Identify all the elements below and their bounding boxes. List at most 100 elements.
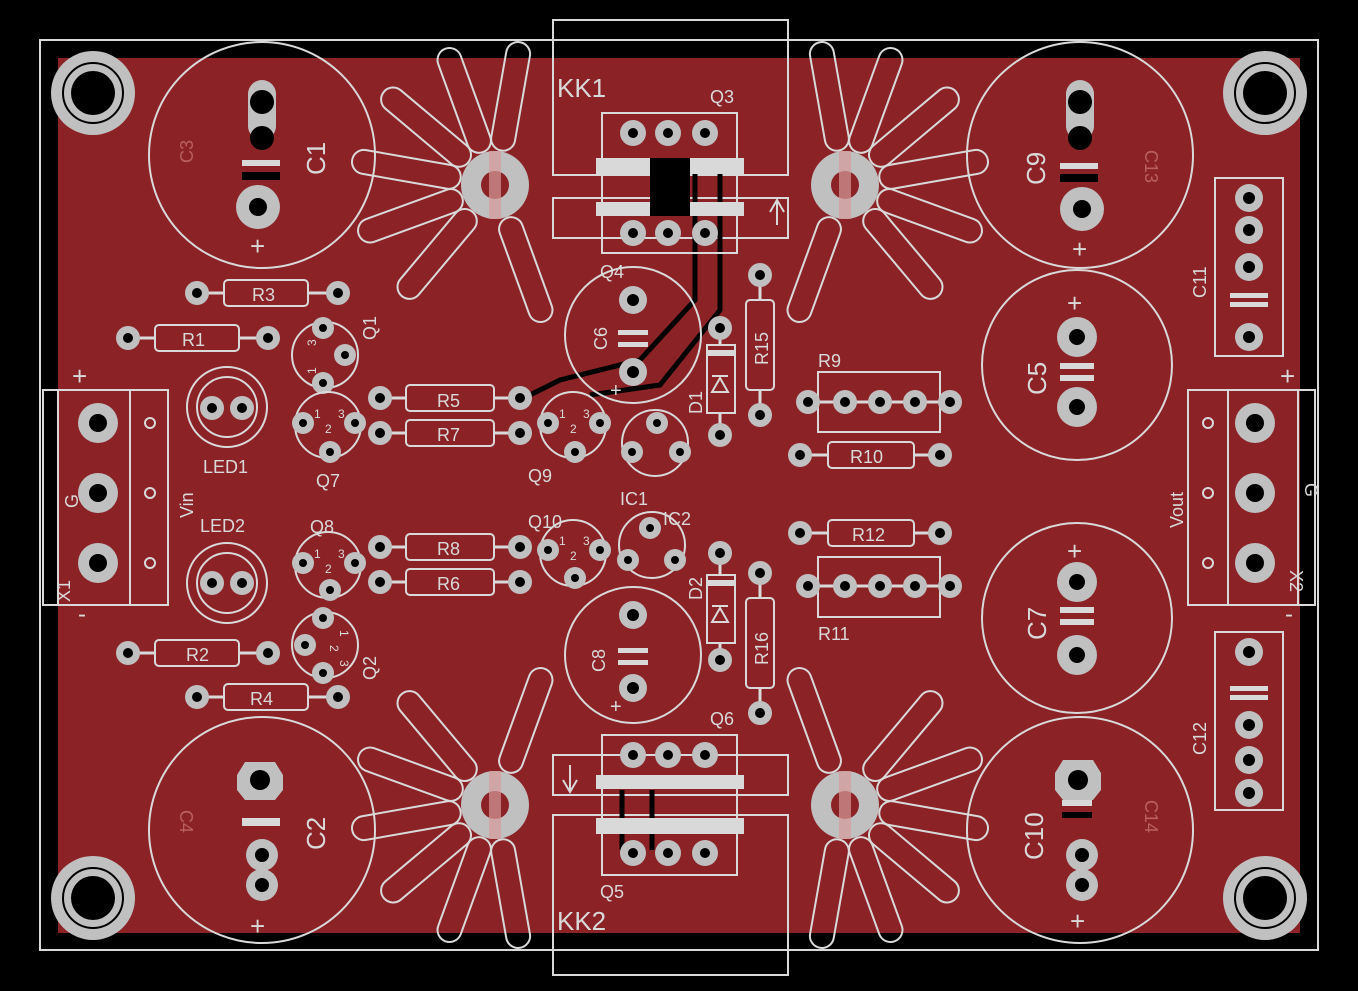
transistor-q7-pin-1: 1 (314, 407, 321, 421)
led-led1-label: LED1 (203, 457, 248, 477)
resistor-r1-label: R1 (182, 330, 205, 350)
diode-d1-label: D1 (686, 391, 706, 414)
diode-d2-label: D2 (686, 577, 706, 600)
capacitor-c11-label: C11 (1190, 266, 1210, 298)
transistor-q10-pin-3: 3 (583, 534, 590, 548)
resistor-r9: R9 (796, 351, 962, 433)
resistor-r3-label: R3 (252, 285, 275, 305)
heatsink-mounting-pads (461, 151, 879, 839)
capacitor-c2-polarity: + (250, 911, 265, 941)
capacitor-c2: C2 C4 + (148, 716, 376, 944)
transistor-q1: 3 1 Q1 (291, 316, 380, 394)
capacitor-c11: C11 (1190, 177, 1284, 357)
capacitor-c6-label: C6 (591, 327, 611, 350)
capacitor-c10-label: C10 (1019, 812, 1049, 860)
capacitor-c1-polarity: + (250, 231, 265, 261)
capacitor-c9-tref: C13 (1141, 150, 1161, 183)
resistor-r15: R15 (745, 263, 775, 427)
led-led2-label: LED2 (200, 516, 245, 536)
resistor-r10-label: R10 (850, 447, 883, 467)
resistor-r3: R3 (185, 279, 350, 307)
transistor-q2-pin-2: 2 (327, 645, 341, 652)
terminal-x2-pin-g: G (1301, 483, 1321, 497)
capacitor-c7: C7 + (981, 522, 1173, 714)
capacitor-c5-polarity: + (1067, 288, 1082, 318)
resistor-r16: R16 (745, 561, 775, 725)
resistor-r5: R5 (368, 384, 532, 412)
transistor-q8: 1 2 3 Q8 (292, 517, 366, 601)
capacitor-c2-tref: C4 (176, 810, 196, 833)
regulator-ic2-label: IC2 (663, 509, 691, 529)
transistor-q7-pin-3: 3 (338, 407, 345, 421)
capacitor-c1: C1 C3 + (148, 41, 376, 269)
capacitor-c10-polarity: + (1070, 906, 1085, 936)
resistor-r4: R4 (185, 683, 350, 711)
resistor-r10: R10 (788, 441, 952, 469)
terminal-x1-net-label: Vin (177, 492, 197, 518)
transistor-q9: 1 2 3 Q9 (528, 391, 611, 486)
mounting-holes (51, 51, 1307, 940)
transistor-q3: Q3 Q4 (596, 87, 785, 282)
regulator-ic2: IC2 (617, 509, 691, 579)
capacitor-c7-polarity: + (1067, 536, 1082, 566)
capacitor-c7-label: C7 (1022, 607, 1052, 640)
capacitor-c6-polarity: + (610, 380, 622, 402)
transistor-q2-pin-1: 1 (337, 630, 351, 637)
transistor-q1-label: Q1 (360, 316, 380, 340)
resistor-r12: R12 (788, 519, 952, 547)
resistor-r4-label: R4 (250, 689, 273, 709)
resistor-r2-label: R2 (186, 645, 209, 665)
terminal-x2: + G - X2 Vout (1167, 361, 1321, 628)
resistor-r11-label: R11 (818, 624, 850, 644)
heatsink-kk1-label: KK1 (557, 73, 606, 103)
capacitor-c1-tref: C3 (177, 140, 197, 163)
regulator-ic1: IC1 (620, 409, 691, 509)
capacitor-c5: C5 + (981, 269, 1173, 461)
transistor-q7-pin-2: 2 (325, 422, 332, 436)
resistor-r16-label: R16 (752, 632, 772, 665)
terminal-x2-pin-plus: + (1280, 361, 1295, 391)
transistor-q6-label: Q6 (710, 709, 734, 729)
capacitor-c12-label: C12 (1190, 722, 1210, 755)
resistor-r6-label: R6 (437, 574, 460, 594)
board-outline (39, 39, 1319, 951)
resistor-r9-label: R9 (818, 351, 841, 371)
transistor-q1-pin-1: 1 (305, 367, 319, 374)
transistor-q9-pin-3: 3 (583, 407, 590, 421)
transistor-q10: 1 2 3 Q10 (528, 512, 611, 589)
resistor-r7-label: R7 (437, 425, 460, 445)
terminal-x2-net-label: Vout (1167, 492, 1187, 528)
transistor-q4-label: Q4 (600, 262, 624, 282)
transistor-q9-pin-2: 2 (570, 422, 577, 436)
resistor-r12-label: R12 (852, 525, 885, 545)
resistor-r1: R1 (116, 324, 280, 352)
capacitor-c12: C12 (1190, 631, 1284, 811)
transistor-q5: Q6 Q5 (562, 709, 744, 902)
transistor-q2-label: Q2 (360, 656, 380, 680)
heatsink-kk2-label: KK2 (557, 906, 606, 936)
capacitor-c8-label: C8 (589, 649, 609, 672)
terminal-x2-pin-minus: - (1285, 601, 1293, 628)
capacitor-c8: C8 + (564, 586, 702, 724)
transistor-q7: 1 2 3 Q7 (292, 391, 366, 491)
capacitor-c6: C6 + (564, 266, 702, 404)
terminal-x1: + G - X1 Vin (42, 361, 197, 628)
resistor-r5-label: R5 (437, 391, 460, 411)
capacitor-c9-polarity: + (1072, 234, 1087, 264)
resistor-r7: R7 (368, 419, 532, 447)
transistor-q8-pin-1: 1 (314, 547, 321, 561)
transistor-q7-label: Q7 (316, 471, 340, 491)
terminal-x1-pin-minus: - (78, 601, 86, 628)
transistor-q10-pin-2: 2 (570, 549, 577, 563)
transistor-q1-pin-3: 3 (305, 339, 319, 346)
terminal-x1-ref: X1 (54, 580, 74, 602)
capacitor-c2-label: C2 (301, 817, 331, 850)
transistor-q2: 1 2 3 Q2 (291, 607, 380, 684)
resistor-r2: R2 (116, 639, 280, 667)
transistor-q8-label: Q8 (310, 517, 334, 537)
resistor-r6: R6 (368, 568, 532, 596)
resistor-r15-label: R15 (752, 332, 772, 365)
terminal-x2-ref: X2 (1286, 570, 1306, 592)
resistor-r8: R8 (368, 533, 532, 561)
